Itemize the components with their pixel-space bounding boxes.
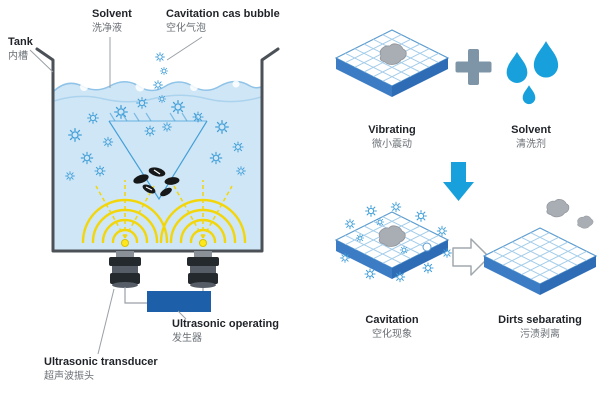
foam-bubble	[135, 82, 145, 92]
water-drop-icon	[533, 41, 559, 78]
dirt-blob-icon	[546, 199, 570, 218]
plus-icon	[455, 49, 492, 85]
generator-box	[124, 287, 211, 312]
bubble-dot	[422, 242, 432, 252]
bubble-icon	[159, 66, 169, 76]
ultrasonic-operating-label: Ultrasonic operating 发生器	[172, 318, 279, 345]
ultrasonic-transducer-label: Ultrasonic transducer 超声波振头	[44, 356, 158, 383]
bubble-icon	[365, 205, 377, 217]
cavitation-bubble-label: Cavitation cas bubble 空化气泡	[166, 8, 280, 35]
cavitation-label: Cavitation 空化现象	[336, 314, 448, 341]
tank-label-en: Tank	[8, 36, 33, 48]
ultrasonic-operating-label-zh: 发生器	[172, 332, 202, 344]
bubble-icon	[394, 271, 406, 283]
vibrating-label-en: Vibrating	[368, 124, 416, 136]
dirts-separating-label-zh: 污渍剥离	[520, 328, 560, 340]
dirts-separating-tile	[483, 199, 597, 296]
foam-bubble	[232, 80, 240, 88]
ultrasonic-operating-label-en: Ultrasonic operating	[172, 318, 279, 330]
water-drop-icon	[522, 85, 536, 105]
tank-label-zh: 内槽	[8, 50, 28, 62]
right-arrow-icon	[452, 238, 490, 276]
dirts-separating-label: Dirts sebarating 污渍剥离	[482, 314, 598, 341]
bubble-icon	[390, 201, 402, 213]
solvent-top-label: Solvent 洗净液	[92, 8, 132, 35]
bubble-icon	[344, 218, 356, 230]
ultrasonic-transducer-label-en: Ultrasonic transducer	[44, 356, 158, 368]
bubble-icon	[442, 248, 452, 258]
foam-bubble	[190, 83, 198, 91]
cavitation-label-zh: 空化现象	[372, 328, 412, 340]
transducer-left	[109, 251, 141, 288]
solvent-top-label-zh: 洗净液	[92, 22, 122, 34]
bubble-icon	[364, 268, 376, 280]
dirts-separating-label-en: Dirts sebarating	[498, 314, 582, 326]
bubble-icon	[422, 262, 434, 274]
dirt-blob-icon	[577, 215, 594, 229]
bubble-icon	[153, 80, 163, 90]
solvent-right-label: Solvent 清洗剂	[486, 124, 576, 151]
bubble-icon	[415, 210, 427, 222]
tank-graphic	[35, 47, 280, 253]
dirt-particles	[133, 167, 180, 197]
foam-bubble	[80, 83, 88, 91]
solvent-right-label-en: Solvent	[511, 124, 551, 136]
ultrasonic-wave-icon	[81, 180, 247, 247]
vibrating-label: Vibrating 微小震动	[336, 124, 448, 151]
transducer-right	[187, 251, 219, 288]
ultrasonic-transducer-label-zh: 超声波振头	[44, 370, 94, 382]
solvent-droplets	[506, 41, 559, 105]
down-arrow-icon	[443, 162, 474, 201]
cavitation-label-en: Cavitation	[365, 314, 419, 326]
tank-outline	[35, 47, 280, 253]
bubble-icon	[155, 52, 165, 62]
bubble-icon	[340, 253, 350, 263]
leader-lines	[29, 36, 203, 355]
cavitation-bubble-label-en: Cavitation cas bubble	[166, 8, 280, 20]
grid-surface-icon	[483, 227, 597, 296]
tank-label: Tank 内槽	[8, 36, 33, 63]
cavitation-bubble-label-zh: 空化气泡	[166, 22, 206, 34]
bubble-icon	[436, 225, 448, 237]
solvent-top-label-en: Solvent	[92, 8, 132, 20]
water-drop-icon	[506, 51, 528, 83]
vibrating-label-zh: 微小震动	[372, 138, 412, 150]
cavitation-tile	[335, 201, 452, 283]
vibrating-tile	[335, 29, 449, 98]
solvent-right-label-zh: 清洗剂	[516, 138, 546, 150]
